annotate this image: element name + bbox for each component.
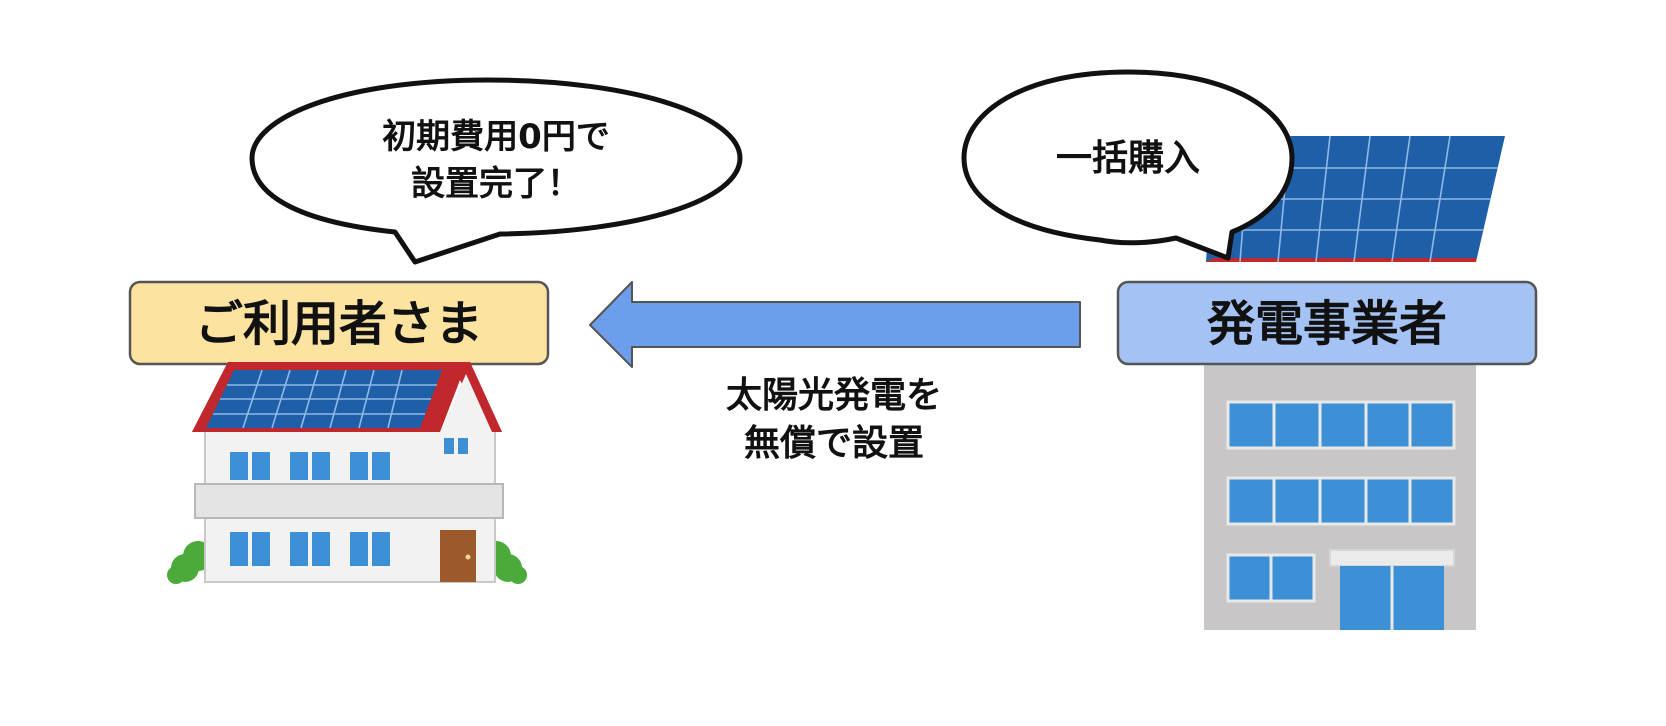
- building-window-row-3: [1226, 553, 1316, 603]
- user-label-box: ご利用者さま: [128, 280, 550, 366]
- user-speech-line-1: 初期費用0円で: [382, 117, 610, 157]
- provider-speech: 一括購入: [1056, 138, 1200, 179]
- provider-label: 発電事業者: [1207, 296, 1447, 352]
- arrow-caption-line-1: 太陽光発電を: [726, 375, 942, 416]
- house-with-solar-panel-icon: [167, 362, 527, 584]
- left-arrow-icon: [589, 281, 1081, 368]
- user-label: ご利用者さま: [195, 296, 483, 352]
- provider-label-box: 発電事業者: [1116, 280, 1538, 366]
- building-window-row-2: [1226, 476, 1456, 526]
- building-entrance: [1329, 549, 1455, 630]
- arrow-caption-line-2: 無償で設置: [744, 423, 924, 464]
- user-speech-line-2: 設置完了！: [411, 164, 581, 204]
- house-upper-windows: [230, 452, 390, 480]
- house-door: [440, 530, 476, 582]
- user-speech-bubble: 初期費用0円で 設置完了！: [249, 77, 743, 265]
- house-balcony: [194, 483, 504, 519]
- house-lower-windows: [230, 532, 390, 566]
- building-window-row-1: [1226, 400, 1456, 450]
- provider-label-box-background: [1116, 280, 1538, 366]
- house-solar-panel-icon: [206, 369, 442, 429]
- provider-speech-bubble: 一括購入: [961, 69, 1295, 261]
- office-building-icon: [1204, 364, 1476, 630]
